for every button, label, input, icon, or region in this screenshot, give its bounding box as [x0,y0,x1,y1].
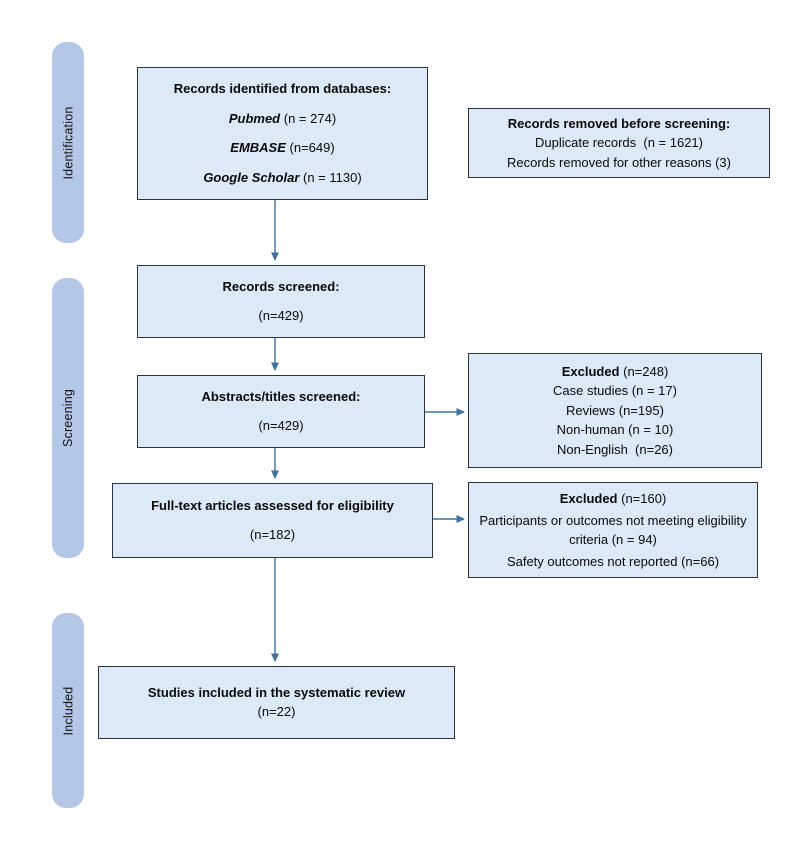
removed-reason-line: Records removed for other reasons (3) [507,154,731,170]
database-line: Google Scholar (n = 1130) [203,170,361,186]
database-name: Pubmed [228,110,281,126]
exclusion-reason-line: Case studies (n = 17) [553,383,677,399]
stage-bar-screening: Screening [52,278,84,558]
stage-label-identification: Identification [61,106,76,179]
stage-label-screening: Screening [61,388,75,448]
abstracts-screened-title: Abstracts/titles screened: [201,388,361,404]
box-records-identified: Records identified from databases: Pubme… [137,67,428,200]
database-name: Google Scholar [203,169,300,185]
database-line: EMBASE (n=649) [230,140,334,156]
database-count: (n = 1130) [299,169,362,185]
excluded-eligibility-header: Excluded (n=160) [560,489,667,509]
excluded-title: Excluded [561,363,620,379]
records-screened-title: Records screened: [222,278,340,294]
stage-label-included: Included [61,686,75,735]
excluded-title: Excluded [559,491,618,506]
excluded-count: (n=248) [619,363,669,379]
box-excluded-eligibility: Excluded (n=160) Participants or outcome… [468,482,758,578]
database-count: (n=649) [285,140,335,156]
box-abstracts-screened: Abstracts/titles screened: (n=429) [137,375,425,448]
abstracts-screened-count: (n=429) [258,417,304,433]
fulltext-assessed-count: (n=182) [249,527,296,543]
box-records-removed: Records removed before screening: Duplic… [468,108,770,178]
exclusion-reason-line: Safety outcomes not reported (n=66) [506,553,720,569]
studies-included-title: Studies included in the systematic revie… [147,685,406,701]
exclusion-reason-line: Participants or outcomes not meeting eli… [479,512,751,548]
exclusion-reason-line: Non-English (n=26) [557,441,673,457]
fulltext-assessed-title: Full-text articles assessed for eligibil… [151,497,394,513]
excluded-screening-header: Excluded (n=248) [562,362,669,382]
records-identified-title: Records identified from databases: [173,81,392,97]
box-studies-included: Studies included in the systematic revie… [98,666,455,739]
database-line: Pubmed (n = 274) [229,111,336,127]
exclusion-reason-line: Non-human (n = 10) [556,422,674,438]
exclusion-reason-line: Reviews (n=195) [566,402,664,418]
box-records-screened: Records screened: (n=429) [137,265,425,338]
box-excluded-screening: Excluded (n=248) Case studies (n = 17) R… [468,353,762,468]
studies-included-count: (n=22) [257,703,296,719]
records-screened-count: (n=429) [258,307,304,323]
stage-bar-included: Included [52,613,84,808]
removed-reason-line: Duplicate records (n = 1621) [534,135,703,151]
box-fulltext-assessed: Full-text articles assessed for eligibil… [112,483,433,558]
database-count: (n = 274) [280,110,337,126]
stage-bar-identification: Identification [52,42,84,243]
database-name: EMBASE [230,140,286,156]
records-removed-title: Records removed before screening: [507,115,731,131]
excluded-count: (n=160) [617,491,667,506]
